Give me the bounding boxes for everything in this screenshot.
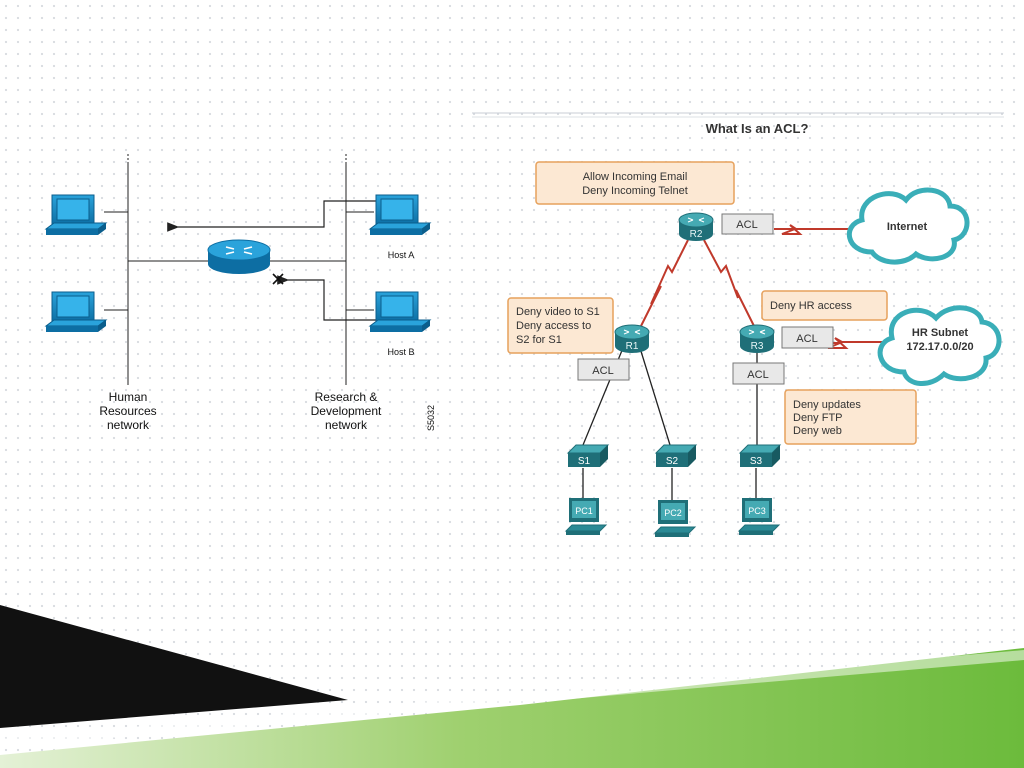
router-r2-icon[interactable]: R2	[678, 212, 714, 241]
host-a-computer-icon[interactable]	[368, 194, 432, 235]
s3-policy-note	[784, 389, 917, 445]
s2-label: S2	[666, 456, 679, 467]
figure-code: S5032	[426, 405, 436, 431]
rd-network-label-line1: Research &	[315, 390, 378, 404]
hr-subnet-address: 172.17.0.0/20	[906, 341, 973, 353]
pc3-icon[interactable]: PC3	[737, 498, 781, 535]
acl-box-r3-wan	[781, 326, 834, 349]
acl-label-r3-lan: ACL	[747, 369, 768, 381]
r3-policy-note	[761, 290, 888, 321]
switch-s1-icon[interactable]: S1	[566, 444, 610, 467]
r1-note-line3: S2 for S1	[516, 334, 562, 346]
hr-network-label-line2: Resources	[99, 404, 156, 418]
permitted-traffic-arrow	[167, 200, 376, 232]
r1-note-line1: Deny video to S1	[516, 306, 600, 318]
hr-subnet-label: HR Subnet	[912, 327, 969, 339]
r2-note-line1: Allow Incoming Email	[583, 171, 688, 183]
acl-label-r2: ACL	[736, 219, 757, 231]
pc1-icon[interactable]: PC1	[564, 498, 608, 535]
pc2-icon[interactable]: PC2	[653, 500, 697, 537]
left-diagram: Host A Host B Human Resources network Re…	[44, 152, 436, 432]
hr-subnet-cloud-icon[interactable]: HR Subnet 172.17.0.0/20	[877, 305, 1002, 386]
hr-computer-2-icon[interactable]	[44, 291, 108, 332]
acl-box-r2	[721, 213, 774, 235]
r3-label: R3	[751, 341, 764, 352]
acl-label-r1: ACL	[592, 365, 613, 377]
denied-traffic-arrow	[277, 275, 376, 321]
r2-r1-wan-link	[640, 239, 689, 327]
hr-computer-1-icon[interactable]	[44, 194, 108, 235]
pc2-label: PC2	[664, 508, 682, 518]
internet-cloud-icon[interactable]: Internet	[846, 187, 970, 265]
r2-note-line2: Deny Incoming Telnet	[582, 185, 688, 197]
router-r1-icon[interactable]: R1	[614, 324, 650, 353]
slide-footer-decoration	[0, 605, 1024, 768]
host-b-computer-icon[interactable]	[368, 291, 432, 332]
internet-label: Internet	[887, 221, 928, 233]
host-a-label: Host A	[388, 250, 415, 260]
router-r3-icon[interactable]: R3	[739, 324, 775, 353]
pc1-label: PC1	[575, 506, 593, 516]
s1-label: S1	[578, 456, 591, 467]
s3-label: S3	[750, 456, 763, 467]
deny-x-icon	[272, 273, 284, 285]
r1-s2-link	[639, 347, 671, 446]
acl-box-r3-lan	[732, 362, 785, 385]
r2-label: R2	[690, 229, 703, 240]
switch-s2-icon[interactable]: S2	[654, 444, 698, 467]
black-wedge	[0, 605, 348, 728]
rd-network-label-line3: network	[325, 418, 368, 432]
acl-label-r3-wan: ACL	[796, 333, 817, 345]
s3-note-line3: Deny web	[793, 425, 842, 437]
router-icon[interactable]	[207, 239, 271, 274]
r1-policy-note	[507, 297, 614, 354]
acl-box-r1	[577, 358, 630, 381]
switch-s3-icon[interactable]: S3	[738, 444, 782, 467]
rd-network-label-line2: Development	[311, 404, 382, 418]
r2-r3-wan-link	[703, 239, 755, 327]
host-b-label: Host B	[387, 347, 414, 357]
r1-label: R1	[626, 341, 639, 352]
r2-internet-wan-link	[774, 224, 850, 235]
s3-note-line2: Deny FTP	[793, 412, 843, 424]
pc3-label: PC3	[748, 506, 766, 516]
s3-note-line1: Deny updates	[793, 399, 861, 411]
r3-hr-wan-link	[818, 337, 884, 349]
r3-note-text: Deny HR access	[770, 300, 852, 312]
r2-policy-note	[535, 161, 735, 205]
r1-note-line2: Deny access to	[516, 320, 591, 332]
hr-network-label-line3: network	[107, 418, 150, 432]
diagram-title: What Is an ACL?	[706, 121, 809, 136]
right-diagram: What Is an ACL? Allow Incoming Email Den…	[472, 112, 1004, 537]
hr-network-label-line1: Human	[109, 390, 148, 404]
